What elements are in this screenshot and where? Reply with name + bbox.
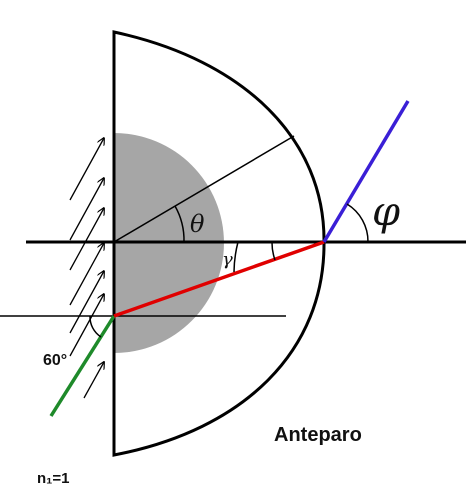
gamma-arc-center bbox=[233, 241, 239, 273]
refracted-ray bbox=[113, 240, 325, 318]
incoming-arrow bbox=[69, 294, 104, 357]
incidence-angle-arc bbox=[89, 315, 102, 338]
radius-line bbox=[113, 135, 295, 243]
phi-label: φ bbox=[372, 189, 400, 235]
incidence-angle-label: 60° bbox=[43, 352, 67, 369]
incoming-arrow bbox=[69, 243, 104, 306]
incoming-arrow bbox=[69, 178, 104, 241]
incoming-arrow bbox=[83, 362, 104, 399]
theta-label: θ bbox=[190, 210, 205, 238]
incoming-arrow bbox=[69, 271, 104, 334]
incident-ray bbox=[49, 315, 116, 417]
gamma-arc-exit bbox=[271, 241, 276, 261]
phi-arc bbox=[346, 203, 369, 243]
medium-index-label: n₁=1 bbox=[37, 470, 69, 487]
emergent-ray bbox=[322, 100, 410, 243]
incoming-arrow bbox=[69, 138, 104, 201]
incident-arrows bbox=[69, 138, 104, 399]
gamma-label: γ bbox=[222, 249, 233, 270]
incoming-arrow bbox=[69, 208, 104, 271]
screen-label: Anteparo bbox=[274, 424, 362, 446]
theta-arc bbox=[174, 205, 185, 243]
